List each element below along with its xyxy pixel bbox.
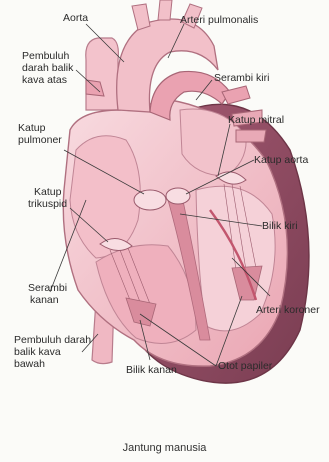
- figure-caption: Jantung manusia: [0, 442, 329, 454]
- label-tricuspid-valve-1: Katup: [34, 186, 61, 198]
- aorta-branch-1: [132, 4, 150, 30]
- label-pulmonary-valve-2: pulmoner: [18, 134, 62, 146]
- label-papillary-muscle: Otot papiler: [218, 360, 272, 372]
- label-superior-vena-cava-2: darah balik: [22, 62, 73, 74]
- superior-vena-cava: [86, 38, 119, 110]
- aortic-valve: [166, 188, 190, 204]
- label-left-atrium: Serambi kiri: [214, 72, 269, 84]
- label-inferior-vena-cava-2: balik kava: [14, 346, 61, 358]
- label-right-atrium-1: Serambi: [28, 282, 67, 294]
- pulmonary-valve: [134, 190, 166, 210]
- label-pulmonary-artery: Arteri pulmonalis: [180, 14, 258, 26]
- aorta-branch-2: [158, 0, 172, 20]
- label-pulmonary-valve-1: Katup: [18, 122, 45, 134]
- label-right-atrium-2: kanan: [30, 294, 59, 306]
- label-coronary-artery: Arteri koroner: [256, 304, 320, 316]
- label-inferior-vena-cava-3: bawah: [14, 358, 45, 370]
- label-left-ventricle: Bilik kiri: [262, 220, 298, 232]
- label-aorta: Aorta: [63, 12, 88, 24]
- label-aortic-valve: Katup aorta: [254, 154, 308, 166]
- label-inferior-vena-cava-1: Pembuluh darah: [14, 334, 91, 346]
- label-tricuspid-valve-2: trikuspid: [28, 198, 67, 210]
- label-mitral-valve: Katup mitral: [228, 114, 284, 126]
- pulmonary-vein-2: [236, 130, 266, 142]
- label-superior-vena-cava-1: Pembuluh: [22, 50, 69, 62]
- label-superior-vena-cava-3: kava atas: [22, 74, 67, 86]
- label-right-ventricle: Bilik kanan: [126, 364, 177, 376]
